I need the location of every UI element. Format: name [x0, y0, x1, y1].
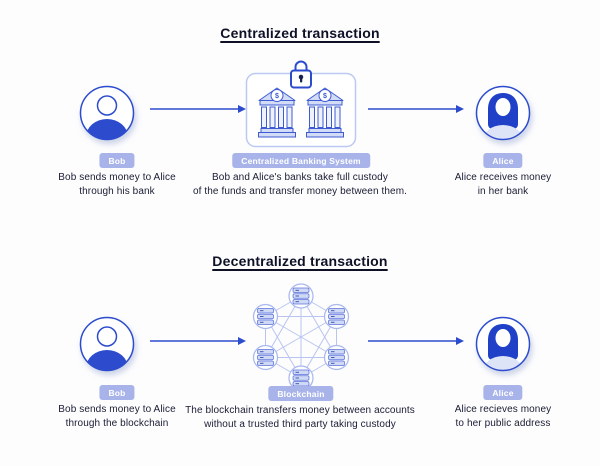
server-node-icon: [323, 344, 350, 371]
blockchain-caption: The blockchain transfers money between a…: [130, 404, 470, 432]
caption-line: in her bank: [477, 186, 529, 197]
bob-avatar-icon: [78, 84, 136, 142]
server-node-icon: [252, 303, 279, 330]
section-title-decentralized: Decentralized transaction: [212, 253, 388, 269]
caption-line: Bob sends money to Alice: [58, 404, 176, 415]
centralized-banking-badge: Centralized Banking System: [232, 153, 370, 168]
bob-avatar-icon: [78, 315, 136, 373]
bob-badge: Bob: [99, 153, 135, 168]
caption-line: The blockchain transfers money between a…: [185, 405, 415, 416]
server-node-icon: [323, 303, 350, 330]
centralized-banking-caption: Bob and Alice's banks take full custody …: [130, 171, 470, 199]
alice-avatar-icon: [474, 315, 532, 373]
alice-badge: Alice: [483, 385, 523, 400]
caption-line: through his bank: [79, 186, 155, 197]
caption-line: Bob and Alice's banks take full custody: [212, 172, 388, 183]
bob-caption: Bob sends money to Alice through the blo…: [37, 403, 197, 431]
caption-line: without a trusted third party taking cus…: [204, 419, 396, 430]
caption-line: Alice receives money: [454, 172, 552, 183]
caption-line: Bob sends money to Alice: [58, 172, 176, 183]
arrow-right-icon: [150, 336, 247, 346]
caption-line: Alice recieves money: [454, 404, 552, 415]
server-node-icon: [252, 344, 279, 371]
caption-line: through the blockchain: [65, 418, 169, 429]
server-node-icon: [288, 283, 314, 309]
bob-badge: Bob: [99, 385, 135, 400]
caption-line: of the funds and transfer money between …: [192, 186, 408, 197]
blockchain-network-icon: [252, 283, 350, 391]
arrow-right-icon: [150, 104, 247, 114]
centralized-banking-system-icon: [245, 60, 357, 148]
alice-badge: Alice: [483, 153, 523, 168]
section-title-centralized: Centralized transaction: [220, 25, 380, 41]
alice-caption: Alice receives money in her bank: [423, 171, 583, 199]
lock-icon: [290, 60, 312, 89]
caption-line: to her public address: [455, 418, 551, 429]
arrow-right-icon: [368, 104, 465, 114]
arrow-right-icon: [368, 336, 465, 346]
blockchain-badge: Blockchain: [268, 386, 334, 401]
bob-caption: Bob sends money to Alice through his ban…: [37, 171, 197, 199]
alice-caption: Alice recieves money to her public addre…: [423, 403, 583, 431]
alice-avatar-icon: [474, 84, 532, 142]
